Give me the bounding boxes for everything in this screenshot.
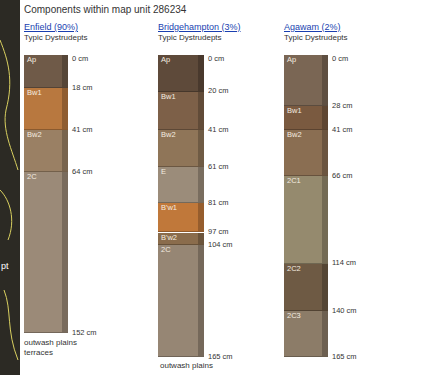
- soil-horizon: Ap: [284, 55, 328, 106]
- column-side: [322, 106, 328, 129]
- horizon-name: 2C: [158, 245, 204, 254]
- depth-label: 165 cm: [332, 353, 357, 361]
- horizon-name: Ap: [24, 55, 68, 64]
- column-side: [198, 92, 204, 129]
- horizon-name: Bw2: [24, 130, 68, 139]
- depth-label: 18 cm: [72, 84, 92, 92]
- soil-horizon: 2C: [158, 245, 204, 357]
- column-side: [322, 311, 328, 356]
- map-strip: [0, 0, 20, 375]
- landform-label: outwash plains: [24, 339, 77, 348]
- depth-label: 41 cm: [72, 126, 92, 134]
- component-name: Agawam (2%): [284, 23, 341, 33]
- map-line: [4, 290, 18, 360]
- depth-label: 66 cm: [332, 172, 352, 180]
- depth-label: 81 cm: [208, 199, 228, 207]
- soil-horizon: B'w2: [158, 233, 204, 246]
- depth-label: 20 cm: [208, 87, 228, 95]
- depth-label: 0 cm: [208, 55, 224, 63]
- horizon-name: 2C: [24, 172, 68, 181]
- depth-label: 61 cm: [208, 163, 228, 171]
- column-side: [62, 88, 68, 129]
- depth-label: 152 cm: [72, 329, 97, 337]
- soil-horizon: Bw2: [158, 130, 204, 167]
- horizon-name: Bw1: [24, 88, 68, 97]
- component-name: Bridgehampton (3%): [158, 23, 241, 33]
- diagram-title: Components within map unit 286234: [24, 4, 186, 15]
- column-side: [62, 172, 68, 332]
- soil-horizon: 2C: [24, 172, 68, 333]
- soil-horizon: Bw1: [158, 92, 204, 130]
- horizon-name: 2C1: [284, 176, 328, 185]
- depth-label: 165 cm: [208, 353, 233, 361]
- column-side: [198, 55, 204, 91]
- landform-label: outwash plains: [160, 362, 213, 371]
- horizon-name: Bw2: [284, 130, 328, 139]
- depth-label: 114 cm: [332, 259, 356, 267]
- soil-horizon: B'w1: [158, 203, 204, 232]
- soil-horizon: E: [158, 167, 204, 204]
- column-side: [198, 167, 204, 203]
- horizon-name: Bw1: [284, 106, 328, 115]
- depth-label: 64 cm: [72, 168, 92, 176]
- soil-horizon: Bw2: [284, 130, 328, 176]
- taxonomic-class: Typic Dystrudepts: [24, 34, 88, 43]
- depth-label: 97 cm: [208, 228, 228, 236]
- depth-label: 41 cm: [208, 126, 228, 134]
- horizon-name: B'w2: [158, 233, 204, 242]
- column-side: [62, 55, 68, 87]
- horizon-name: B'w1: [158, 203, 204, 212]
- depth-label: 104 cm: [208, 241, 233, 249]
- depth-label: 41 cm: [332, 126, 352, 134]
- taxonomic-class: Typic Dystrudepts: [158, 34, 222, 43]
- depth-label: 0 cm: [72, 55, 88, 63]
- horizon-name: E: [158, 167, 204, 176]
- horizon-name: Ap: [284, 55, 328, 64]
- column-side: [322, 55, 328, 105]
- component-name: Enfield (90%): [24, 23, 78, 33]
- column-side: [322, 176, 328, 263]
- horizon-name: Bw1: [158, 92, 204, 101]
- horizon-name: Bw2: [158, 130, 204, 139]
- depth-label: 28 cm: [332, 102, 352, 110]
- horizon-name: 2C3: [284, 311, 328, 320]
- soil-horizon: Ap: [24, 55, 68, 88]
- map-line: [0, 190, 12, 240]
- landform-label: terraces: [24, 349, 53, 358]
- map-line: [0, 40, 18, 170]
- soil-horizon: Bw2: [24, 130, 68, 172]
- taxonomic-class: Typic Dystrudepts: [284, 34, 348, 43]
- map-label: pt: [1, 262, 9, 272]
- column-side: [62, 130, 68, 171]
- soil-horizon: Bw1: [284, 106, 328, 130]
- column-side: [198, 203, 204, 231]
- depth-label: 0 cm: [332, 55, 348, 63]
- column-side: [198, 130, 204, 166]
- soil-horizon: 2C2: [284, 264, 328, 312]
- column-side: [322, 130, 328, 175]
- depth-label: 140 cm: [332, 307, 357, 315]
- soil-horizon: Ap: [158, 55, 204, 92]
- horizon-name: Ap: [158, 55, 204, 64]
- horizon-name: 2C2: [284, 264, 328, 273]
- column-side: [198, 245, 204, 356]
- column-side: [322, 264, 328, 311]
- soil-horizon: Bw1: [24, 88, 68, 130]
- soil-horizon: 2C3: [284, 311, 328, 357]
- column-side: [198, 233, 204, 245]
- soil-horizon: 2C1: [284, 176, 328, 264]
